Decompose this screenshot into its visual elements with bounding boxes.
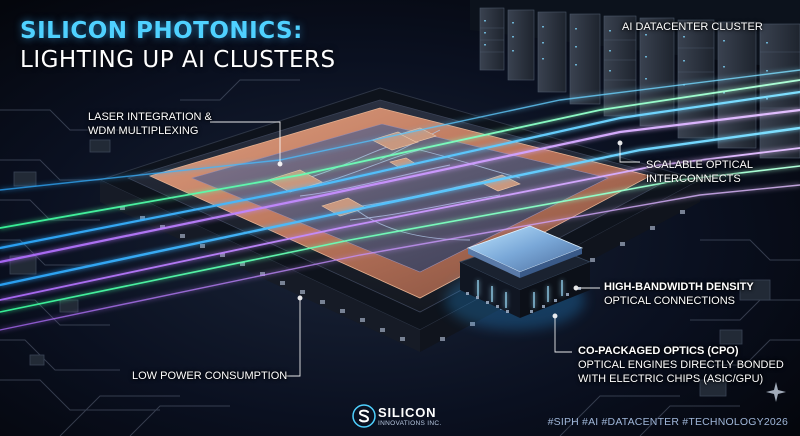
label-laser-line1: LASER INTEGRATION & <box>88 111 212 123</box>
label-cpo-sub2: WITH ELECTRIC CHIPS (ASIC/GPU) <box>578 373 764 385</box>
hashtags: #SIPH #AI #DATACENTER #TECHNOLOGY2026 <box>547 416 788 428</box>
label-low-power: LOW POWER CONSUMPTION <box>132 370 288 382</box>
datacenter-racks <box>470 0 800 159</box>
light-beams <box>0 69 800 331</box>
label-scalable-line1: SCALABLE OPTICAL <box>646 159 753 171</box>
pcb-traces <box>0 79 800 436</box>
label-scalable-interconnects: SCALABLE OPTICAL INTERCONNECTS <box>646 158 753 186</box>
logo-name: SILICON <box>378 405 437 420</box>
title-line-2: LIGHTING UP AI CLUSTERS <box>20 47 336 73</box>
chiplets <box>267 127 521 217</box>
leader-lines <box>210 121 640 377</box>
label-laser-line2: WDM MULTIPLEXING <box>88 125 199 137</box>
beam-purple-3 <box>0 184 800 331</box>
label-cpo-sub1: OPTICAL ENGINES DIRECTLY BONDED <box>578 359 784 371</box>
label-bandwidth-title: HIGH-BANDWIDTH DENSITY <box>604 281 754 293</box>
company-logo: SILICON INNOVATIONS INC. <box>352 402 452 432</box>
label-laser-integration: LASER INTEGRATION & WDM MULTIPLEXING <box>88 110 212 138</box>
label-bandwidth-sub: OPTICAL CONNECTIONS <box>604 295 735 307</box>
title-line-1: SILICON PHOTONICS: <box>20 18 303 44</box>
beam-green-2 <box>0 165 800 313</box>
sparkle-icon <box>766 382 786 402</box>
pcb-components <box>9 139 771 397</box>
chip-package <box>98 87 702 352</box>
label-high-bandwidth: HIGH-BANDWIDTH DENSITY OPTICAL CONNECTIO… <box>604 280 754 308</box>
beam-blue-2 <box>0 126 800 287</box>
label-datacenter: AI DATACENTER CLUSTER <box>622 21 763 33</box>
label-cpo-title: CO-PACKAGED OPTICS (CPO) <box>578 345 739 357</box>
beam-green-1 <box>0 79 800 229</box>
beam-blue-1 <box>0 90 800 250</box>
beam-purple-1 <box>0 108 800 264</box>
silicon-s-logo-icon <box>352 404 376 428</box>
logo-subtitle: INNOVATIONS INC. <box>378 420 442 427</box>
label-scalable-line2: INTERCONNECTS <box>646 173 741 185</box>
cpo-module <box>445 225 592 330</box>
beam-purple-2 <box>0 147 800 301</box>
label-cpo: CO-PACKAGED OPTICS (CPO) OPTICAL ENGINES… <box>578 344 784 386</box>
beam-blue-3 <box>0 69 800 191</box>
